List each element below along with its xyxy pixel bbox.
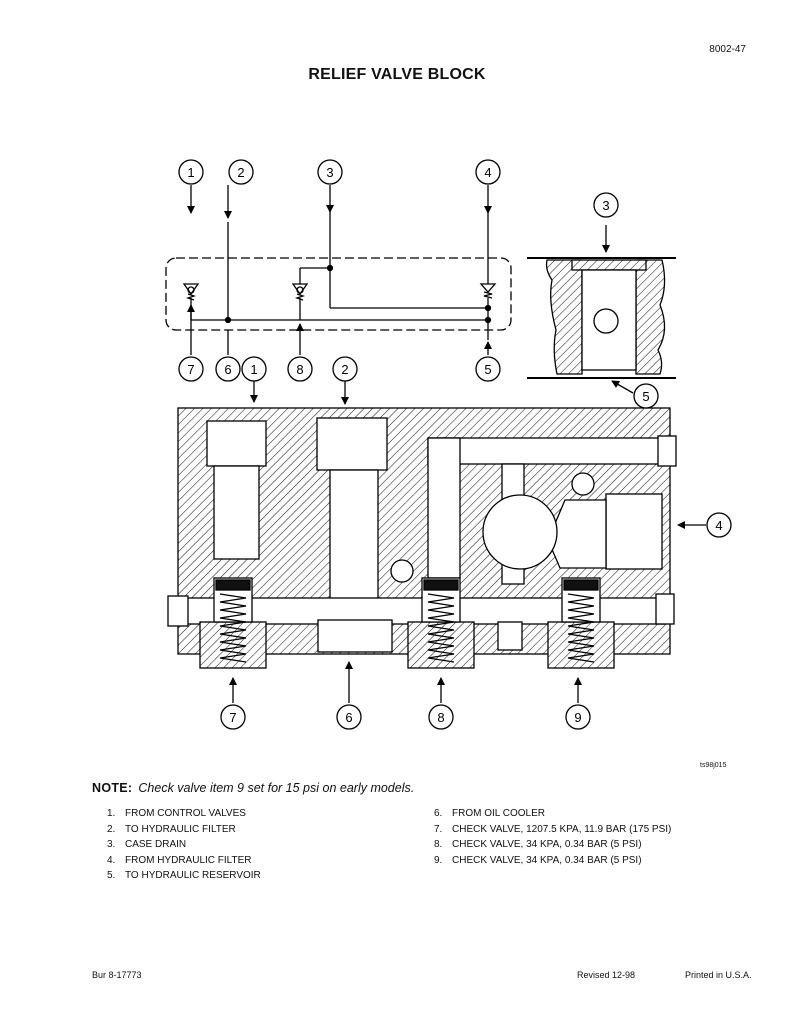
figure-code: ts98j015 (700, 762, 727, 769)
footer-revision: Revised 12-98 (577, 970, 636, 980)
callout-block-8: 8 (428, 704, 454, 730)
svg-text:4: 4 (715, 518, 722, 533)
footer-printed: Printed in U.S.A. (685, 970, 752, 980)
svg-text:8: 8 (296, 362, 303, 377)
legend-item: 7.CHECK VALVE, 1207.5 KPA, 11.9 BAR (175… (434, 823, 672, 835)
callout-block-9: 9 (565, 704, 591, 730)
callout-schematic-2: 2 (228, 159, 254, 185)
legend-right: 6.FROM OIL COOLER 7.CHECK VALVE, 1207.5 … (434, 806, 671, 868)
svg-text:2: 2 (237, 165, 244, 180)
svg-text:7: 7 (187, 362, 194, 377)
callout-schematic-4: 4 (475, 159, 501, 185)
legend-item: 8.CHECK VALVE, 34 KPA, 0.34 BAR (5 PSI) (434, 839, 642, 850)
svg-text:6: 6 (345, 710, 352, 725)
svg-text:1: 1 (187, 165, 194, 180)
callouts: 1 2 3 4 7 6 8 5 3 5 1 2 4 7 6 8 9 (178, 159, 732, 730)
schematic-check-valve-7 (182, 283, 200, 301)
callout-block-4: 4 (706, 512, 732, 538)
callout-block-1: 1 (241, 356, 267, 382)
schematic (165, 185, 512, 355)
callout-schematic-8: 8 (287, 356, 313, 382)
footer-document-id: Bur 8-17773 (92, 970, 142, 980)
callout-block-2: 2 (332, 356, 358, 382)
schematic-relief-valve (479, 283, 497, 299)
svg-text:3: 3 (602, 198, 609, 213)
side-section-view (527, 225, 676, 394)
svg-text:1: 1 (250, 362, 257, 377)
note-text: Check valve item 9 set for 15 psi on ear… (138, 781, 415, 795)
main-block-section (167, 378, 706, 703)
svg-text:4: 4 (484, 165, 491, 180)
legend-item: 6.FROM OIL COOLER (434, 808, 545, 819)
legend-item: 4.FROM HYDRAULIC FILTER (107, 854, 252, 866)
svg-text:9: 9 (574, 710, 581, 725)
page-title: RELIEF VALVE BLOCK (308, 66, 486, 83)
callout-section-3: 3 (593, 192, 619, 218)
callout-schematic-1: 1 (178, 159, 204, 185)
svg-text:5: 5 (484, 362, 491, 377)
page-number: 8002-47 (709, 44, 746, 55)
schematic-boundary (165, 257, 512, 331)
note-label: NOTE: (92, 781, 133, 795)
block-check-valve-8 (407, 577, 475, 669)
svg-text:5: 5 (642, 389, 649, 404)
svg-text:7: 7 (229, 710, 236, 725)
legend-item: 5.TO HYDRAULIC RESERVOIR (107, 870, 261, 881)
legend-item: 3.CASE DRAIN (107, 839, 187, 850)
schematic-check-valve-8 (291, 283, 309, 301)
callout-schematic-5: 5 (475, 356, 501, 382)
svg-text:8: 8 (437, 710, 444, 725)
svg-text:6: 6 (224, 362, 231, 377)
legend-item: 1.FROM CONTROL VALVES (107, 808, 246, 819)
block-check-valve-7 (199, 577, 267, 669)
callout-schematic-7: 7 (178, 356, 204, 382)
block-check-valve-9 (547, 577, 615, 669)
callout-section-5: 5 (633, 383, 659, 409)
callout-block-6: 6 (336, 704, 362, 730)
svg-text:3: 3 (326, 165, 333, 180)
note: NOTE: Check valve item 9 set for 15 psi o… (92, 781, 414, 795)
legend-item: 9.CHECK VALVE, 34 KPA, 0.34 BAR (5 PSI) (434, 854, 642, 866)
legend-left: 1.FROM CONTROL VALVES 2.TO HYDRAULIC FIL… (107, 806, 261, 884)
callout-schematic-3: 3 (317, 159, 343, 185)
legend-item: 2.TO HYDRAULIC FILTER (107, 823, 236, 835)
callout-schematic-6: 6 (215, 356, 241, 382)
svg-text:2: 2 (341, 362, 348, 377)
callout-block-7: 7 (220, 704, 246, 730)
